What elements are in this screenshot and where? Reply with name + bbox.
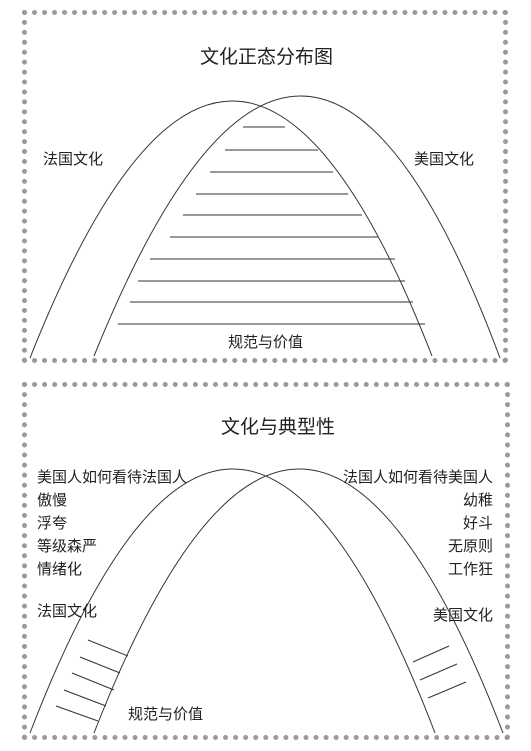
left-trait: 情绪化 [37,560,83,578]
left-trait: 等级森严 [37,537,98,555]
panel1-title: 文化正态分布图 [200,46,334,68]
american-culture-label-2: 美国文化 [432,606,493,624]
left-tail-hatching [55,639,129,722]
left-heading: 美国人如何看待法国人 [37,468,188,486]
hatch-line [63,689,107,707]
hatch-line [87,639,129,657]
panel-typicality [22,382,510,740]
french-culture-curve-2 [29,468,436,734]
hatch-line [79,656,121,674]
overlap-hatching [118,126,425,325]
panel2-title: 文化与典型性 [221,416,336,438]
norms-values-label: 规范与价值 [228,333,304,351]
american-culture-label: 美国文化 [414,150,475,168]
left-trait: 傲慢 [37,491,68,509]
right-heading: 法国人如何看待美国人 [342,468,493,486]
french-culture-label-2: 法国文化 [37,602,98,620]
right-tail-hatching [412,645,467,699]
right-trait: 无原则 [447,537,493,555]
american-culture-curve-2 [93,468,504,734]
hatch-line [419,663,458,681]
hatch-line [427,681,467,699]
right-trait: 工作狂 [447,560,493,578]
hatch-line [412,645,450,663]
french-culture-curve [29,100,433,359]
hatch-line [55,705,99,722]
left-trait: 浮夸 [37,514,68,532]
american-culture-curve [93,95,501,359]
panel-normal-distribution [22,10,508,363]
right-trait: 幼稚 [462,491,493,509]
french-culture-label: 法国文化 [43,150,104,168]
right-trait: 好斗 [462,514,493,532]
hatch-line [71,672,115,691]
norms-values-label-2: 规范与价值 [128,705,204,723]
